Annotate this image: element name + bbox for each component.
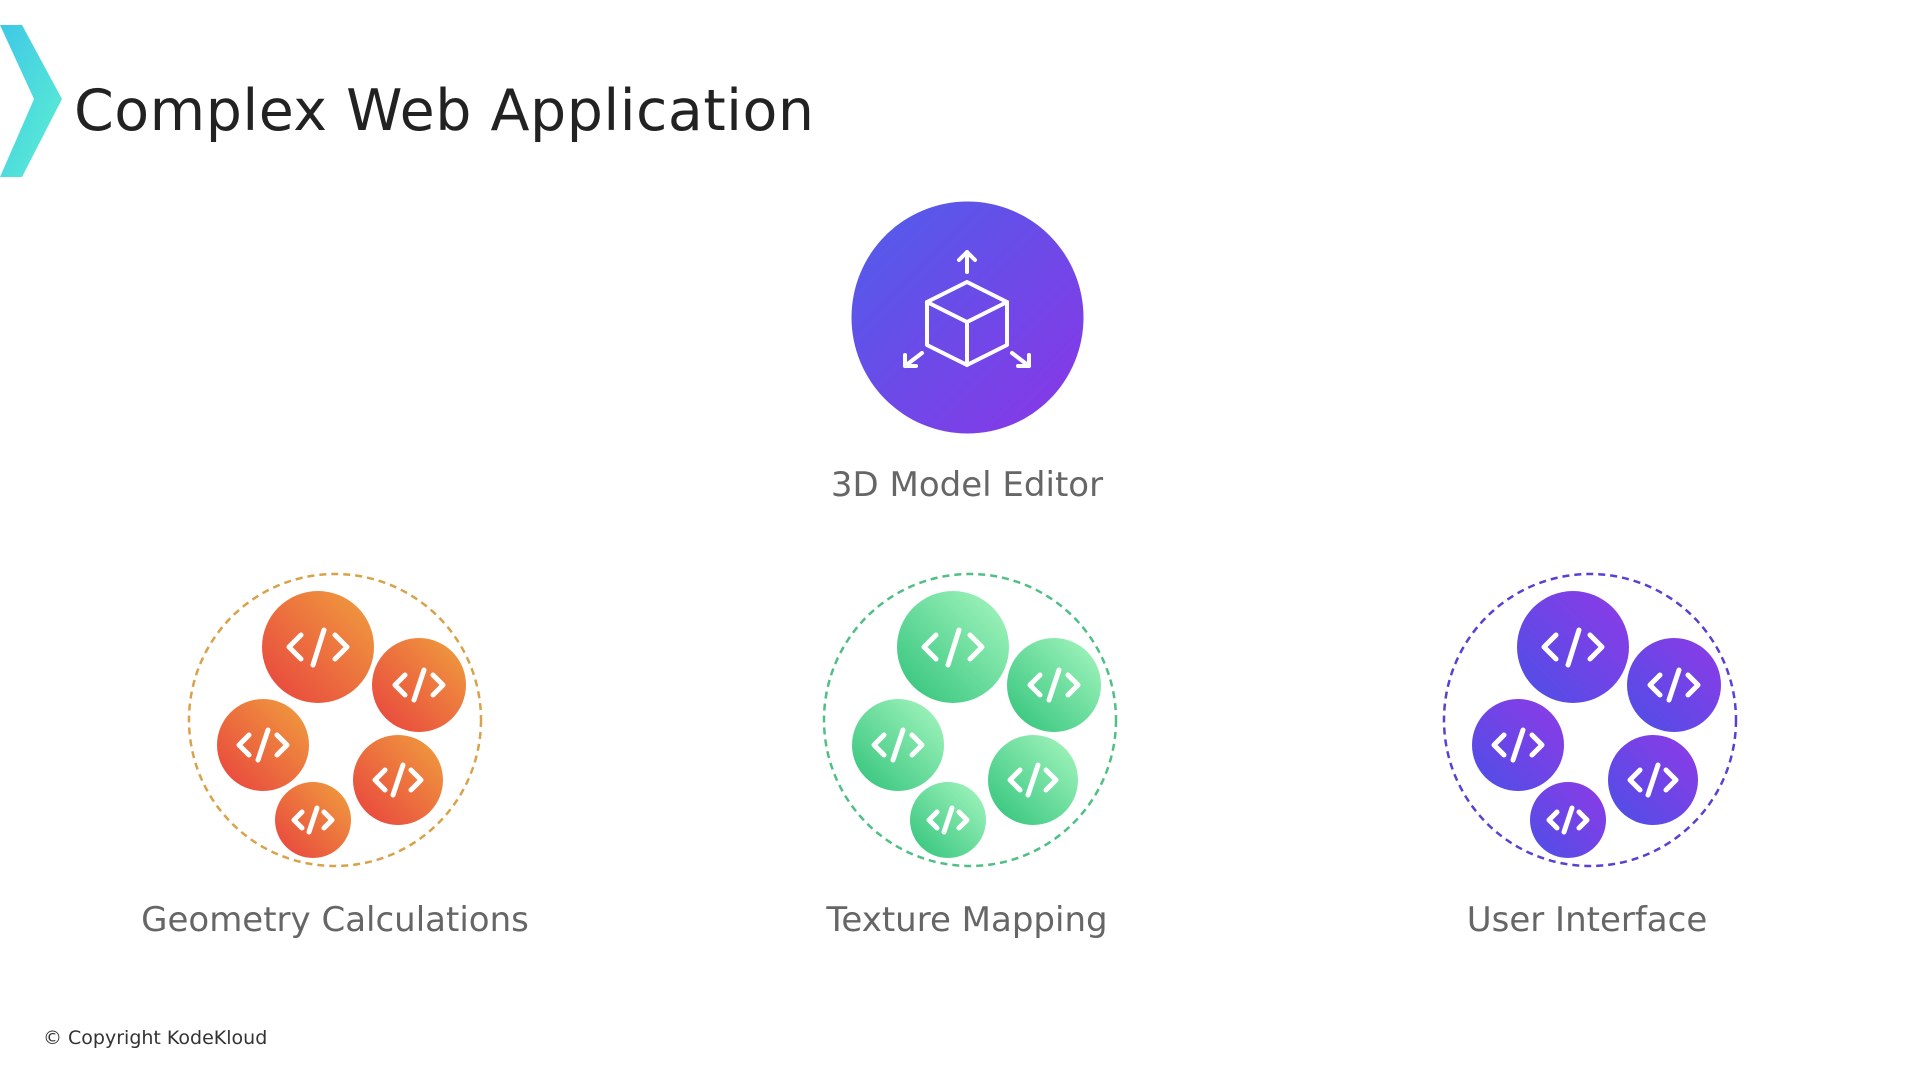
3d-model-editor-label: 3D Model Editor bbox=[830, 465, 1104, 505]
code-icon bbox=[871, 627, 1081, 835]
geometry-calculations-node bbox=[187, 572, 483, 868]
texture-mapping-label: Texture Mapping bbox=[826, 900, 1108, 940]
geometry-calculations-label: Geometry Calculations bbox=[141, 900, 529, 940]
texture-mapping-node bbox=[822, 572, 1118, 868]
page-title: Complex Web Application bbox=[74, 78, 815, 144]
user-interface-node bbox=[1442, 572, 1738, 868]
copyright-footer: © Copyright KodeKloud bbox=[43, 1027, 268, 1049]
3d-cube-icon bbox=[903, 250, 1031, 368]
3d-model-editor-node bbox=[851, 201, 1084, 434]
user-interface-label: User Interface bbox=[1466, 900, 1708, 940]
code-icon bbox=[236, 627, 446, 835]
accent-chevron bbox=[0, 25, 62, 177]
code-icon bbox=[1491, 627, 1701, 835]
